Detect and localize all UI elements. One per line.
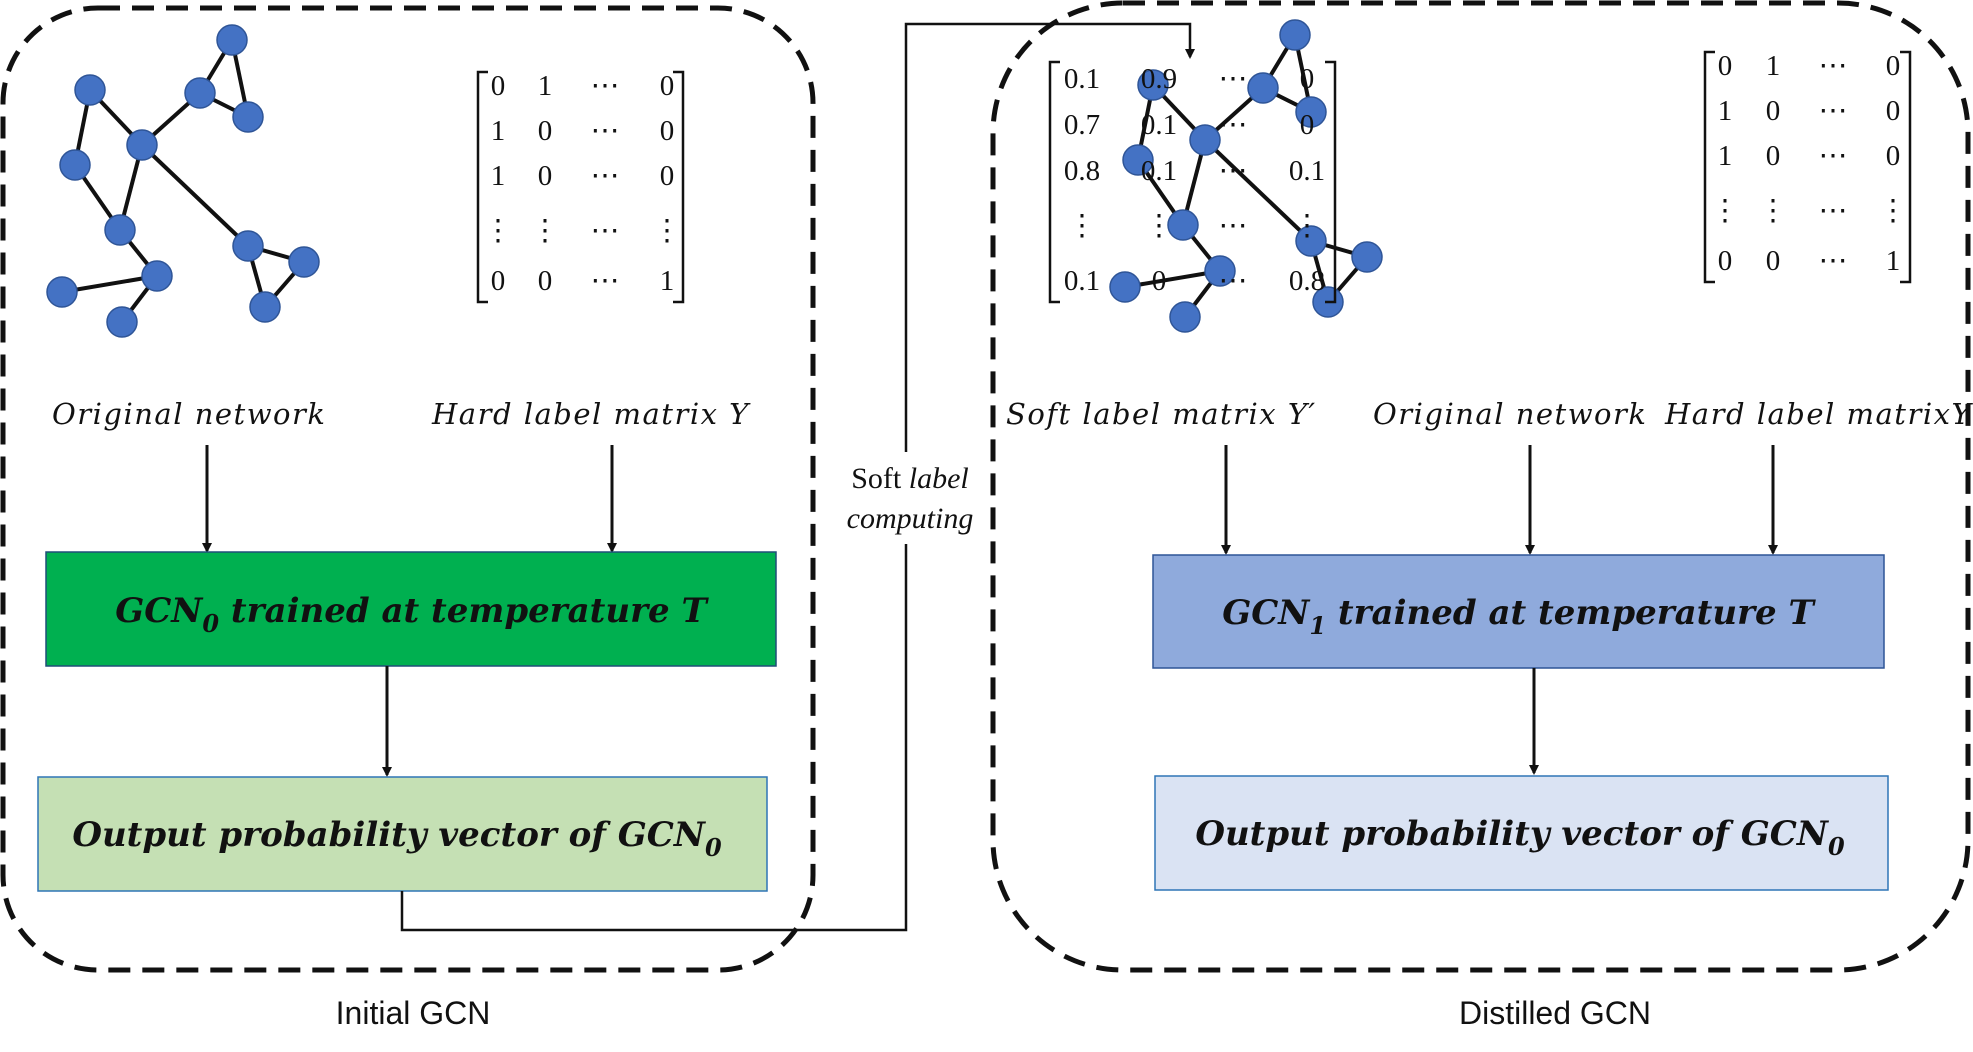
right-network-label: Original network: [1373, 397, 1647, 431]
matrix-cell: 0: [1718, 245, 1733, 277]
matrix-cell: ⋯: [1819, 245, 1848, 277]
matrix-cell: ⋯: [591, 115, 620, 147]
distilled-gcn-panel: [990, 0, 1971, 973]
matrix-cell: 0.1: [1141, 109, 1177, 141]
soft-label-matrix: 0.1 0.9 ⋯ 0 0.7 0.1 ⋯ 0 0.8 0.1 ⋯ 0.1 ⋮ ⋮ ⋯ ⋮ 0.1 0 ⋯ 0.8: [1048, 60, 1337, 304]
matrix-cell: 0: [660, 160, 675, 192]
matrix-cell: ⋯: [1219, 109, 1248, 141]
soft-label-matrix-label: Soft label matrix Y′: [1006, 397, 1317, 431]
right-hard-label: Hard label matrixY: [1664, 397, 1973, 431]
matrix-cell: 0.1: [1141, 155, 1177, 187]
matrix-cell: 1: [1766, 50, 1781, 82]
matrix-cell: ⋯: [1219, 210, 1248, 242]
matrix-cell: 0.1: [1064, 63, 1100, 95]
matrix-cell: ⋮: [531, 215, 560, 247]
matrix-cell: 0: [1766, 245, 1781, 277]
matrix-cell: 0: [538, 160, 553, 192]
matrix-cell: 0: [660, 115, 675, 147]
matrix-cell: 1: [1718, 140, 1733, 172]
matrix-cell: 0.7: [1064, 109, 1100, 141]
matrix-cell: ⋯: [591, 70, 620, 102]
matrix-cell: ⋮: [653, 215, 682, 247]
gcn1-train-title: GCN1 trained at temperature T: [1222, 593, 1816, 640]
left-matrix-label: Hard label matrix Y: [431, 397, 751, 431]
matrix-cell: 0.1: [1289, 155, 1325, 187]
matrix-cell: ⋯: [1819, 50, 1848, 82]
matrix-cell: ⋯: [591, 160, 620, 192]
matrix-cell: ⋯: [1819, 95, 1848, 127]
matrix-cell: 0: [538, 115, 553, 147]
matrix-cell: ⋮: [1068, 210, 1097, 242]
soft-label-computing-line2: computing: [847, 502, 974, 535]
matrix-cell: ⋯: [1219, 63, 1248, 95]
initial-gcn-panel: [0, 5, 816, 973]
matrix-cell: 1: [1718, 95, 1733, 127]
matrix-cell: 1: [660, 265, 675, 297]
gcn0-train-title: GCN0 trained at temperature T: [115, 591, 709, 638]
matrix-cell: ⋯: [1219, 265, 1248, 297]
matrix-cell: 0: [491, 265, 506, 297]
gcn0-output-title: Output probability vector of GCN0: [72, 815, 722, 862]
matrix-cell: ⋯: [1819, 140, 1848, 172]
matrix-cell: 0: [1766, 95, 1781, 127]
gcn1-train-box: [1152, 554, 1885, 669]
gcn1-output-title: Output probability vector of GCN0: [1195, 814, 1845, 861]
matrix-cell: ⋮: [484, 215, 513, 247]
matrix-cell: ⋯: [1219, 155, 1248, 187]
matrix-cell: 0: [491, 70, 506, 102]
matrix-cell: 0: [1886, 140, 1901, 172]
matrix-cell: 1: [491, 115, 506, 147]
matrix-cell: ⋮: [1145, 210, 1174, 242]
matrix-cell: ⋮: [1293, 210, 1322, 242]
gcn0-output-box: [37, 776, 768, 892]
matrix-cell: 0: [1766, 140, 1781, 172]
left-network-graph: [46, 24, 320, 338]
matrix-cell: 0: [1300, 109, 1315, 141]
matrix-cell: 0: [1886, 95, 1901, 127]
matrix-cell: 1: [538, 70, 553, 102]
matrix-cell: 0.8: [1289, 265, 1325, 297]
left-network-label: Original network: [52, 397, 326, 431]
matrix-cell: 0: [1300, 63, 1315, 95]
matrix-cell: ⋮: [1879, 195, 1908, 227]
matrix-cell: ⋯: [591, 215, 620, 247]
matrix-cell: ⋮: [1759, 195, 1788, 227]
gcn1-output-box: [1154, 775, 1889, 891]
distilled-gcn-caption: Distilled GCN: [1459, 995, 1651, 1031]
gcn0-train-box: [45, 551, 777, 667]
matrix-cell: 0: [1152, 265, 1167, 297]
matrix-cell: 1: [491, 160, 506, 192]
matrix-cell: 1: [1886, 245, 1901, 277]
matrix-cell: 0.8: [1064, 155, 1100, 187]
matrix-cell: ⋯: [1819, 195, 1848, 227]
right-hard-label-matrix: 0 1 ⋯ 0 1 0 ⋯ 0 1 0 ⋯ 0 ⋮ ⋮ ⋯ ⋮ 0 0 ⋯ 1: [1703, 50, 1912, 284]
matrix-cell: 0: [1886, 50, 1901, 82]
initial-gcn-caption: Initial GCN: [336, 995, 491, 1031]
matrix-cell: 0.9: [1141, 63, 1177, 95]
matrix-cell: 0: [660, 70, 675, 102]
matrix-cell: 0.1: [1064, 265, 1100, 297]
soft-label-computing-line1: Soft label: [851, 462, 969, 495]
matrix-cell: ⋮: [1711, 195, 1740, 227]
matrix-cell: 0: [538, 265, 553, 297]
matrix-cell: 0: [1718, 50, 1733, 82]
matrix-cell: ⋯: [591, 265, 620, 297]
